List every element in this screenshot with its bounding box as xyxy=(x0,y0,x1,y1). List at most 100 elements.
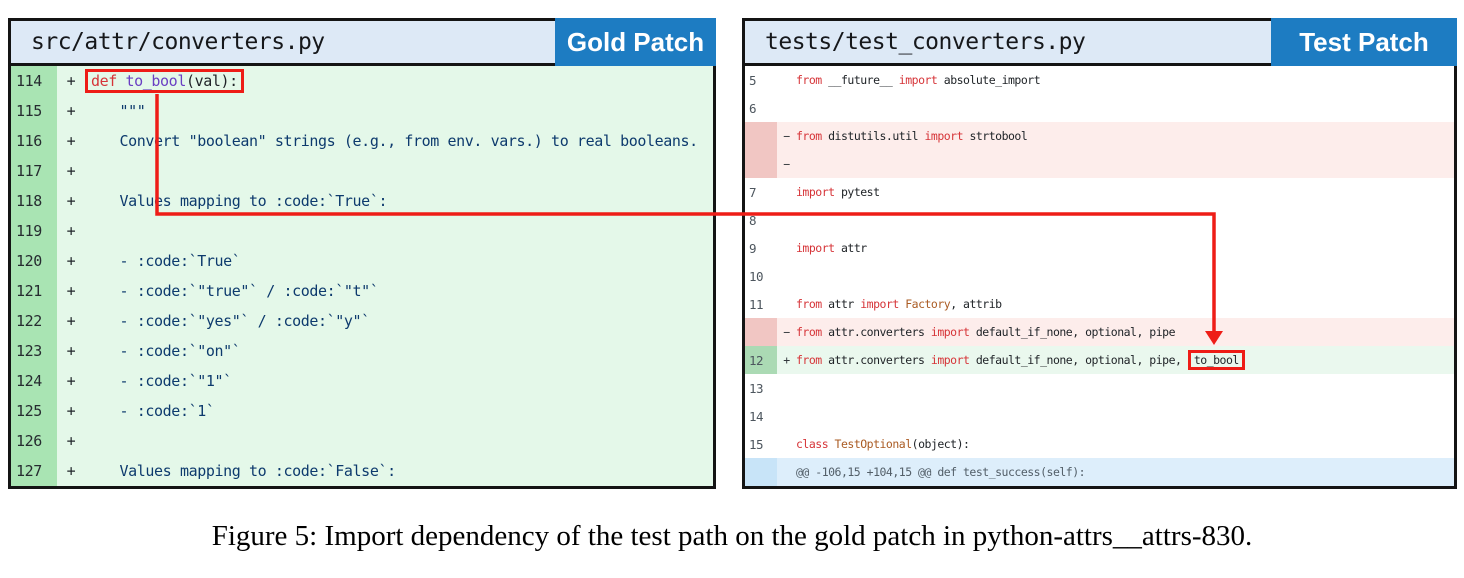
code-text: from attr import Factory, attrib xyxy=(796,297,1002,311)
code-segment: Values mapping to :code:`True`: xyxy=(85,192,388,210)
line-number: 15 xyxy=(749,436,764,452)
code-segment: import xyxy=(924,129,970,143)
code-segment: import xyxy=(930,325,976,339)
code-segment: Values mapping to :code:`False`: xyxy=(85,462,397,480)
line-number: 125 xyxy=(11,396,57,426)
code-segment: from xyxy=(796,353,829,367)
highlight-box: to_bool xyxy=(1187,350,1245,370)
line-number: 118 xyxy=(11,186,57,216)
line-number: 14 xyxy=(749,408,764,424)
code-line: 126+ xyxy=(11,426,713,456)
diff-sign: − xyxy=(783,157,790,171)
code-segment: TestOptional xyxy=(834,437,913,451)
code-segment: Factory xyxy=(905,297,951,311)
code-text: - :code:`"on"` xyxy=(85,342,241,360)
line-number: 121 xyxy=(11,276,57,306)
line-number: 7 xyxy=(749,184,757,200)
code-segment: attr xyxy=(840,241,867,255)
code-line: 125 + - :code:`1` xyxy=(11,396,713,426)
code-line: 11 from attr import Factory, attrib xyxy=(745,290,1454,318)
code-line: 10 xyxy=(745,262,1454,290)
line-number: 123 xyxy=(11,336,57,366)
diff-sign: + xyxy=(66,282,76,300)
line-number: 12 xyxy=(745,346,777,374)
code-segment: to_bool xyxy=(125,72,187,90)
code-segment: __future__ xyxy=(828,73,899,87)
diff-sign: + xyxy=(66,462,76,480)
code-segment: - :code:`"1"` xyxy=(85,372,233,390)
gold-panel-header: src/attr/converters.py Gold Patch xyxy=(11,18,716,66)
code-line: 13 xyxy=(745,374,1454,402)
code-line: 116 + Convert "boolean" strings (e.g., fr… xyxy=(11,126,713,156)
code-line: −from attr.converters import default_if_… xyxy=(745,318,1454,346)
code-text: import attr xyxy=(796,241,867,255)
line-number: 117 xyxy=(11,156,57,186)
code-line: − xyxy=(745,150,1454,178)
code-text: from attr.converters import default_if_n… xyxy=(796,350,1245,370)
gold-patch-badge: Gold Patch xyxy=(555,18,716,66)
code-segment: import xyxy=(860,297,906,311)
line-number: 127 xyxy=(11,456,57,486)
code-line: 8 xyxy=(745,206,1454,234)
diff-sign: − xyxy=(783,325,790,339)
code-line: 14 xyxy=(745,402,1454,430)
code-segment: @@ -106,15 +104,15 @@ def test_success(s… xyxy=(796,465,1086,479)
gold-filename: src/attr/converters.py xyxy=(31,29,325,55)
line-number: 114 xyxy=(11,66,57,96)
code-text: @@ -106,15 +104,15 @@ def test_success(s… xyxy=(796,465,1086,479)
diff-sign: + xyxy=(66,252,76,270)
diff-sign: + xyxy=(66,402,76,420)
code-line: 114 + def to_bool(val): xyxy=(11,66,713,96)
code-segment: (val): xyxy=(185,72,238,90)
code-segment: (object): xyxy=(911,437,970,451)
code-segment: import xyxy=(930,353,976,367)
diff-sign: + xyxy=(66,342,76,360)
diff-sign: + xyxy=(66,162,76,180)
line-number: 116 xyxy=(11,126,57,156)
code-segment: , attrib xyxy=(950,297,1002,311)
code-segment: strtobool xyxy=(969,129,1028,143)
diff-sign: + xyxy=(66,312,76,330)
code-segment: Convert "boolean" strings (e.g., from en… xyxy=(85,132,699,150)
gold-code-body: 114+def to_bool(val):115+ """116+ Conver… xyxy=(11,66,713,486)
diff-sign: + xyxy=(66,222,76,240)
code-segment: import xyxy=(898,73,944,87)
code-segment: from xyxy=(796,73,829,87)
code-text: import pytest xyxy=(796,185,880,199)
code-segment: - :code:`"on"` xyxy=(85,342,241,360)
code-line: 127 + Values mapping to :code:`False`: xyxy=(11,456,713,486)
code-line: 115+ """ xyxy=(11,96,713,126)
code-line: 119+ xyxy=(11,216,713,246)
diff-sign: + xyxy=(66,72,76,90)
code-line: 7 import pytest xyxy=(745,178,1454,206)
code-text: - :code:`"yes"` / :code:`"y"` xyxy=(85,312,371,330)
code-text: from attr.converters import default_if_n… xyxy=(796,325,1176,339)
code-text: - :code:`True` xyxy=(85,252,241,270)
code-line: 122 + - :code:`"yes"` / :code:`"y"` xyxy=(11,306,713,336)
line-number xyxy=(745,122,777,150)
code-segment: - :code:`"true"` / :code:`"t"` xyxy=(85,282,379,300)
line-number: 124 xyxy=(11,366,57,396)
line-number: 122 xyxy=(11,306,57,336)
code-text: """ xyxy=(85,102,146,120)
highlight-box: def to_bool(val): xyxy=(85,69,244,93)
code-segment: import xyxy=(796,241,841,255)
code-line: 6 xyxy=(745,94,1454,122)
diff-sign: + xyxy=(66,192,76,210)
code-segment: - :code:`1` xyxy=(85,402,215,420)
diff-sign: + xyxy=(66,432,76,450)
diff-sign: + xyxy=(66,132,76,150)
line-number: 6 xyxy=(749,100,757,116)
line-number xyxy=(745,318,777,346)
code-line: 124+ - :code:`"1"` xyxy=(11,366,713,396)
code-segment: default_if_none, optional, pipe xyxy=(975,325,1176,339)
code-segment: class xyxy=(796,437,835,451)
code-segment: distutils.util xyxy=(828,129,925,143)
line-number: 115 xyxy=(11,96,57,126)
code-segment: from xyxy=(796,129,829,143)
line-number: 11 xyxy=(749,296,764,312)
code-text: Values mapping to :code:`True`: xyxy=(85,192,388,210)
